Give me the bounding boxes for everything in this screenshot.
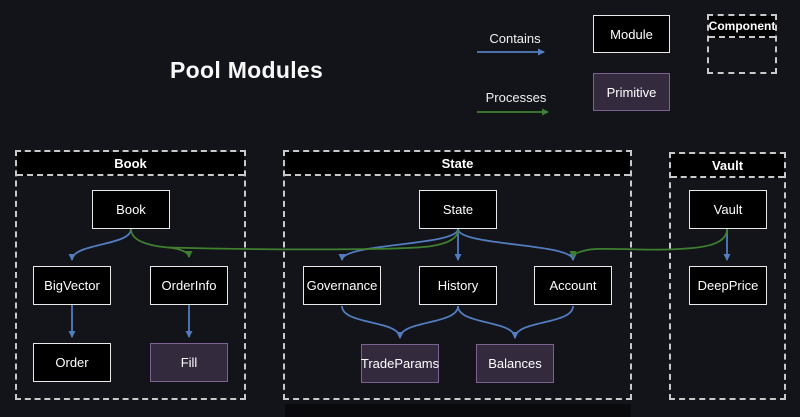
node-order: Order: [33, 343, 111, 382]
node-deepprice: DeepPrice: [689, 266, 767, 305]
node-orderinfo: OrderInfo: [150, 266, 228, 305]
legend-component-label: Component: [709, 16, 775, 38]
node-bigvector: BigVector: [33, 266, 111, 305]
node-state: State: [419, 190, 497, 229]
legend-module-box: Module: [593, 15, 670, 53]
node-history: History: [419, 266, 497, 305]
cluster-book: Book: [15, 150, 246, 400]
node-account: Account: [534, 266, 612, 305]
cluster-book-title: Book: [17, 152, 244, 176]
cluster-state-title: State: [285, 152, 630, 176]
legend-primitive-box: Primitive: [593, 73, 670, 111]
node-book: Book: [92, 190, 170, 229]
cropped-bottom-bar: [285, 404, 631, 417]
cluster-state: State: [283, 150, 632, 400]
cluster-vault: Vault: [669, 152, 786, 400]
legend-processes-label: Processes: [485, 90, 547, 105]
node-vault: Vault: [689, 190, 767, 229]
node-balances: Balances: [476, 344, 554, 383]
cluster-vault-title: Vault: [671, 154, 784, 178]
page-title: Pool Modules: [170, 57, 324, 83]
node-fill: Fill: [150, 343, 228, 382]
node-tradeparams: TradeParams: [361, 344, 439, 383]
node-governance: Governance: [303, 266, 381, 305]
legend-component-box: Component: [707, 14, 777, 74]
legend-contains-label: Contains: [489, 31, 541, 46]
